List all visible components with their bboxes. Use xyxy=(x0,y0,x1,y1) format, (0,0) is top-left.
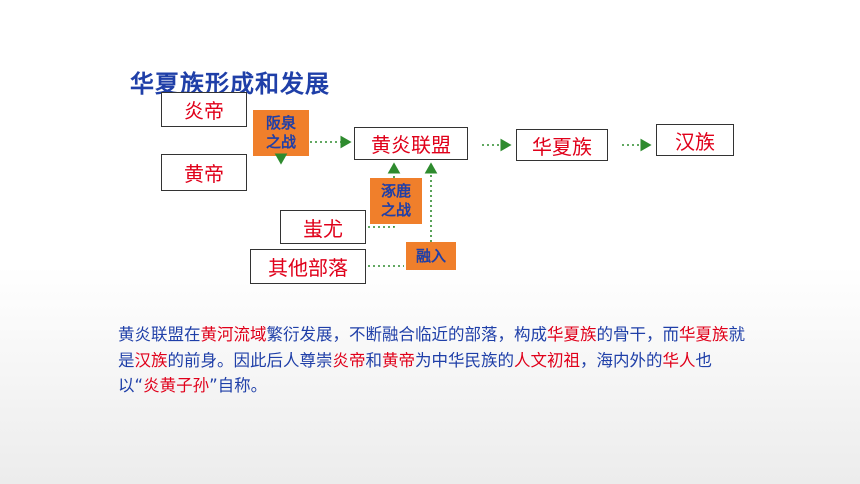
event-integration-label: 融入 xyxy=(415,246,446,265)
event-banquan-battle: 阪泉 之战 xyxy=(253,110,309,156)
description-paragraph: 黄炎联盟在黄河流域繁衍发展，不断融合临近的部落，构成华夏族的骨干，而华夏族就是汉… xyxy=(118,322,748,399)
highlight-text: 黄河流域 xyxy=(200,325,267,344)
node-chiyou: 蚩尤 xyxy=(280,210,366,244)
body-text: ，海内外的 xyxy=(580,350,663,370)
arrow-chiyou-to-alliance xyxy=(368,224,395,228)
highlight-text: 华夏族 xyxy=(679,325,729,344)
highlight-text: 华人 xyxy=(662,350,696,370)
node-huangdi: 黄帝 xyxy=(161,154,247,191)
body-text: 为中华民族的 xyxy=(415,350,514,370)
highlight-text: 人文初祖 xyxy=(514,350,580,370)
event-zhuolu-battle: 涿鹿 之战 xyxy=(370,178,422,224)
event-banquan-label: 阪泉 之战 xyxy=(265,114,296,151)
node-huaxia: 华夏族 xyxy=(516,129,608,161)
body-text: 也以“ xyxy=(118,350,712,396)
highlight-text: 炎黄子孙 xyxy=(143,376,210,395)
event-zhuolu-label: 涿鹿 之战 xyxy=(380,182,411,219)
node-yandi: 炎帝 xyxy=(161,92,247,127)
body-text: 黄炎联盟在 xyxy=(118,325,201,344)
body-text: ”自称。 xyxy=(209,376,268,395)
node-yanhuang-alliance: 黄炎联盟 xyxy=(354,127,468,160)
highlight-text: 华夏族 xyxy=(547,325,597,344)
highlight-text: 炎帝 xyxy=(332,350,366,370)
event-integration: 融入 xyxy=(406,242,456,270)
body-text: 和 xyxy=(365,350,383,370)
node-other-tribes: 其他部落 xyxy=(250,249,366,284)
highlight-text: 汉族 xyxy=(134,350,168,370)
body-text: 就是 xyxy=(118,325,745,370)
body-text: 的前身。因此后人尊崇 xyxy=(167,350,333,370)
body-text: 的骨干，而 xyxy=(596,325,680,344)
highlight-text: 黄帝 xyxy=(382,350,415,370)
node-han: 汉族 xyxy=(656,124,734,156)
body-text: 繁衍发展，不断融合临近的部落，构成 xyxy=(266,325,548,344)
